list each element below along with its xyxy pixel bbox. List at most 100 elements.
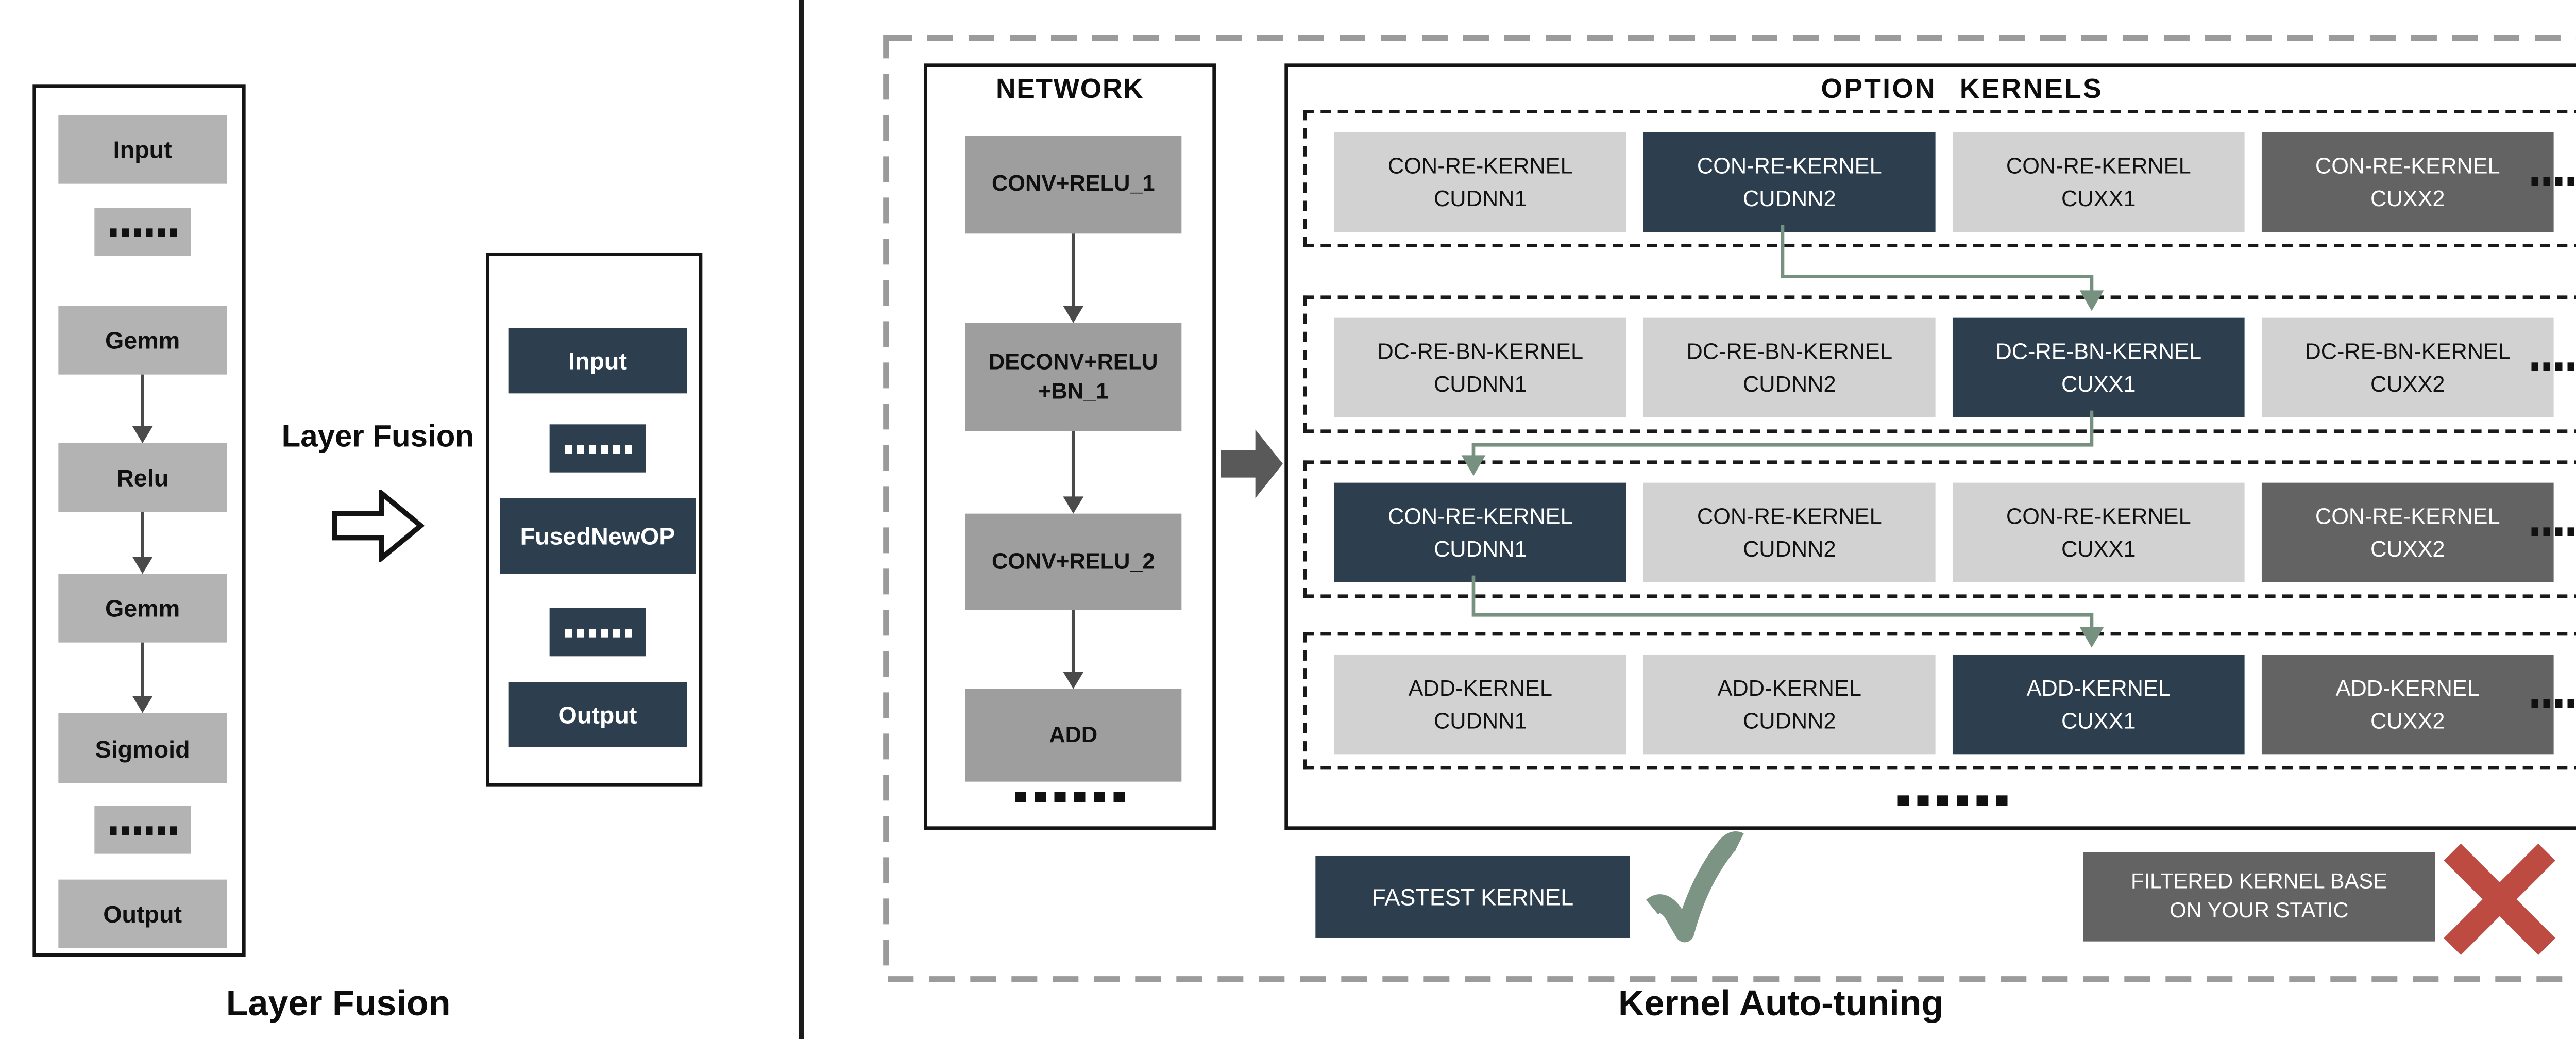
kernel-box: DC-RE-BN-KERNEL CUDNN2 (1643, 317, 1936, 417)
kernel-name: CON-RE-KERNEL (2006, 153, 2191, 179)
row-ellipsis: ...... (2531, 699, 2576, 708)
network-ellipsis: ...... (927, 780, 1212, 814)
kernel-box: CON-RE-KERNEL CUDNN1 (1334, 132, 1626, 232)
kernel-candidate-row: DC-RE-BN-KERNEL CUDNN1 DC-RE-BN-KERNEL C… (1303, 295, 2576, 433)
kernel-box: ADD-KERNEL CUDNN1 (1334, 654, 1626, 755)
kernel-name: ADD-KERNEL (1717, 675, 1861, 701)
node-label-line1: CONV+RELU_1 (991, 171, 1155, 197)
original-network-box: Input ...... Gemm Relu Gemm Sigmoid ....… (32, 84, 246, 957)
kernel-name: CON-RE-KERNEL (2315, 503, 2500, 529)
network-op-node: Output (58, 879, 227, 948)
kernel-name: CON-RE-KERNEL (1387, 153, 1573, 179)
kernel-name: DC-RE-BN-KERNEL (1377, 338, 1584, 364)
node-label-line1: DECONV+RELU (988, 349, 1158, 375)
node-label-line2: +BN_1 (1038, 377, 1109, 403)
kernel-box: DC-RE-BN-KERNEL CUXX1 (1952, 317, 2245, 417)
network-op-node: Gemm (58, 306, 227, 375)
network-op-node: Sigmoid (58, 713, 227, 783)
fused-op-node: FusedNewOP (499, 498, 696, 574)
network-panel-title: NETWORK (996, 75, 1144, 105)
check-icon (1646, 831, 1744, 943)
filtered-kernel-label-line2: ON YOUR STATIC (2170, 898, 2349, 923)
kernel-variant: CUXX1 (2061, 371, 2136, 397)
option-kernels-title: OPTION KERNELS (1821, 75, 2103, 105)
layer-fusion-arrow-icon (332, 489, 425, 562)
kernel-name: CON-RE-KERNEL (2006, 503, 2191, 529)
kernel-variant: CUDNN1 (1433, 371, 1527, 397)
kernel-variant: CUDNN2 (1742, 185, 1836, 211)
node-label: Input (113, 136, 172, 163)
kernel-name: CON-RE-KERNEL (1387, 503, 1573, 529)
node-label: Output (558, 700, 637, 729)
down-arrow-icon (132, 374, 153, 443)
down-arrow-icon (1063, 431, 1084, 514)
row-ellipsis: ...... (2531, 177, 2576, 186)
fused-network-box: Input ...... FusedNewOP ...... Output (486, 252, 703, 787)
node-label: Sigmoid (95, 734, 190, 762)
kernel-variant: CUDNN2 (1742, 371, 1836, 397)
kernel-variant: CUXX1 (2061, 708, 2136, 734)
kernel-variant: CUXX2 (2370, 371, 2445, 397)
network-panel: NETWORK CONV+RELU_1 DECONV+RELU +BN_1 CO… (924, 63, 1216, 830)
kernel-box: ADD-KERNEL CUXX1 (1952, 654, 2245, 755)
kernel-variant: CUDNN1 (1433, 535, 1527, 562)
kernel-name: DC-RE-BN-KERNEL (2304, 338, 2511, 364)
kernel-box: DC-RE-BN-KERNEL CUXX2 (2261, 317, 2554, 417)
kernel-box: CON-RE-KERNEL CUDNN1 (1334, 482, 1626, 582)
ellipsis-label: ...... (1014, 792, 1125, 802)
ellipsis-label: ...... (109, 825, 176, 834)
node-label: Gemm (105, 594, 180, 622)
network-op-node: Input (58, 115, 227, 184)
down-arrow-icon (1063, 233, 1084, 323)
ellipsis-label: ...... (1897, 795, 2008, 806)
filtered-kernel-label-line1: FILTERED KERNEL BASE (2131, 868, 2387, 893)
kernel-variant: CUXX2 (2370, 708, 2445, 734)
layer-fusion-arrow-label: Layer Fusion (281, 419, 474, 454)
network-layer-node: ADD (965, 689, 1182, 782)
kernel-name: ADD-KERNEL (2026, 675, 2171, 701)
kernel-candidate-row: CON-RE-KERNEL CUDNN1 CON-RE-KERNEL CUDNN… (1303, 460, 2576, 598)
kernel-box: CON-RE-KERNEL CUDNN2 (1643, 132, 1936, 232)
node-label-line1: ADD (1049, 721, 1098, 747)
ellipsis-label: ...... (109, 227, 176, 237)
row-ellipsis: ...... (2531, 527, 2576, 536)
kernel-box: CON-RE-KERNEL CUDNN2 (1643, 482, 1936, 582)
ellipsis-label: ...... (2531, 362, 2576, 371)
ellipsis-label: ...... (2531, 177, 2576, 186)
ellipsis-label: ...... (2531, 699, 2576, 708)
kernel-variant: CUDNN1 (1433, 185, 1527, 211)
ellipsis-label: ...... (564, 628, 631, 636)
down-arrow-icon (132, 642, 153, 713)
node-label: Input (568, 347, 628, 375)
node-label: FusedNewOP (520, 522, 675, 550)
kernel-box: ADD-KERNEL CUXX2 (2261, 654, 2554, 755)
ellipsis-label: ...... (2531, 527, 2576, 536)
cross-icon (2444, 843, 2555, 956)
kernel-box: DC-RE-BN-KERNEL CUDNN1 (1334, 317, 1626, 417)
option-kernels-panel: OPTION KERNELS CON-RE-KERNEL CUDNN1 CON-… (1284, 63, 2576, 830)
kernel-name: CON-RE-KERNEL (1697, 153, 1882, 179)
kernel-name: DC-RE-BN-KERNEL (1686, 338, 1893, 364)
section-divider (798, 0, 804, 1039)
filtered-kernel-badge: FILTERED KERNEL BASE ON YOUR STATIC (2083, 852, 2435, 942)
fused-op-node: Input (508, 328, 687, 394)
kernel-variant: CUXX2 (2370, 185, 2445, 211)
kernel-name: ADD-KERNEL (1408, 675, 1552, 701)
kernel-name: CON-RE-KERNEL (1697, 503, 1882, 529)
kernel-auto-tuning-caption: Kernel Auto-tuning (1618, 984, 1944, 1024)
kernel-candidate-row: CON-RE-KERNEL CUDNN1 CON-RE-KERNEL CUDNN… (1303, 110, 2576, 247)
node-label-line1: CONV+RELU_2 (991, 547, 1155, 574)
kernel-name: CON-RE-KERNEL (2315, 153, 2500, 179)
fastest-kernel-label: FASTEST KERNEL (1371, 883, 1574, 910)
kernel-box: CON-RE-KERNEL CUXX2 (2261, 482, 2554, 582)
kernel-variant: CUXX1 (2061, 185, 2136, 211)
kernel-variant: CUDNN2 (1742, 708, 1836, 734)
network-op-node: Gemm (58, 574, 227, 643)
layer-fusion-caption: Layer Fusion (226, 984, 451, 1024)
down-arrow-icon (132, 512, 153, 574)
ellipsis-node: ...... (94, 806, 191, 854)
node-label: Relu (116, 463, 169, 492)
down-arrow-icon (1063, 610, 1084, 689)
ellipsis-label: ...... (564, 444, 631, 453)
